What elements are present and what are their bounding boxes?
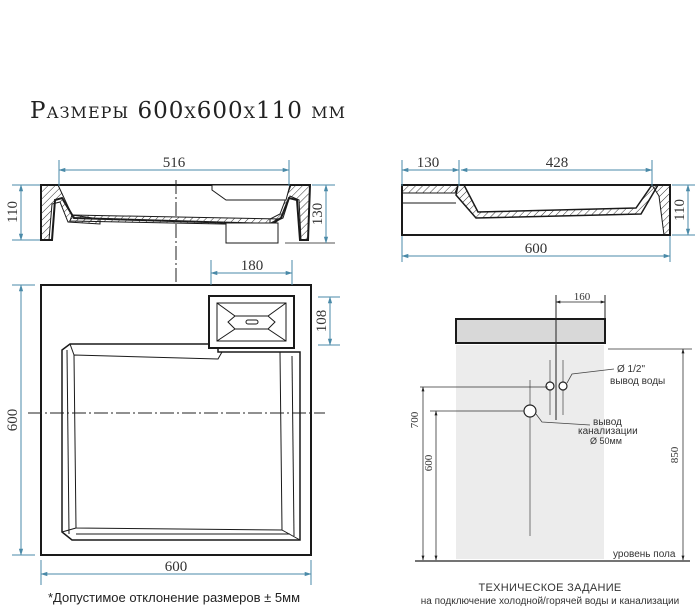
spec-title: ТЕХНИЧЕСКОЕ ЗАДАНИЕ <box>478 582 622 594</box>
dim-850: 850 <box>669 446 681 463</box>
water-outlet-cold <box>545 381 555 391</box>
drain-box <box>208 295 295 349</box>
section-view-right: 130 428 110 600 <box>401 155 695 262</box>
tolerance-note: *Допустимое отклонение размеров ± 5мм <box>48 590 301 605</box>
section-view-left: 516 110 130 <box>5 155 335 555</box>
plan-view: 180 108 600 600 <box>5 258 340 585</box>
dim-160: 160 <box>574 291 591 303</box>
installation-diagram: 160 Ø 1/2" вывод воды вывод канализации … <box>409 291 692 562</box>
dim-130-right: 130 <box>310 203 326 226</box>
dim-600-install: 600 <box>423 454 435 471</box>
dim-428: 428 <box>546 155 569 171</box>
dim-180: 180 <box>241 258 264 274</box>
water-outlet-label: вывод воды <box>610 376 665 387</box>
floor-level-label: уровень пола <box>613 549 676 560</box>
sewer-outlet <box>523 404 537 418</box>
dim-516: 516 <box>163 155 186 171</box>
water-outlet-size: Ø 1/2" <box>617 364 645 375</box>
dim-108: 108 <box>314 310 330 333</box>
dim-110-left: 110 <box>5 201 21 223</box>
dim-700: 700 <box>409 411 421 428</box>
dim-600-plan-horizontal: 600 <box>165 559 188 575</box>
spec-subtitle: на подключение холодной/горячей воды и к… <box>420 596 680 607</box>
sewer-label-3: Ø 50мм <box>590 436 622 446</box>
dim-600-section: 600 <box>525 241 548 257</box>
sewer-label-1: вывод <box>593 417 622 428</box>
dim-600-plan-vertical: 600 <box>5 409 21 432</box>
dim-110-right: 110 <box>672 199 688 221</box>
sewer-label-2: канализации <box>578 426 638 437</box>
dim-130-ledge: 130 <box>417 155 440 171</box>
water-outlet-hot <box>558 381 568 391</box>
page-title: Размеры 600х600х110 мм <box>30 98 347 124</box>
